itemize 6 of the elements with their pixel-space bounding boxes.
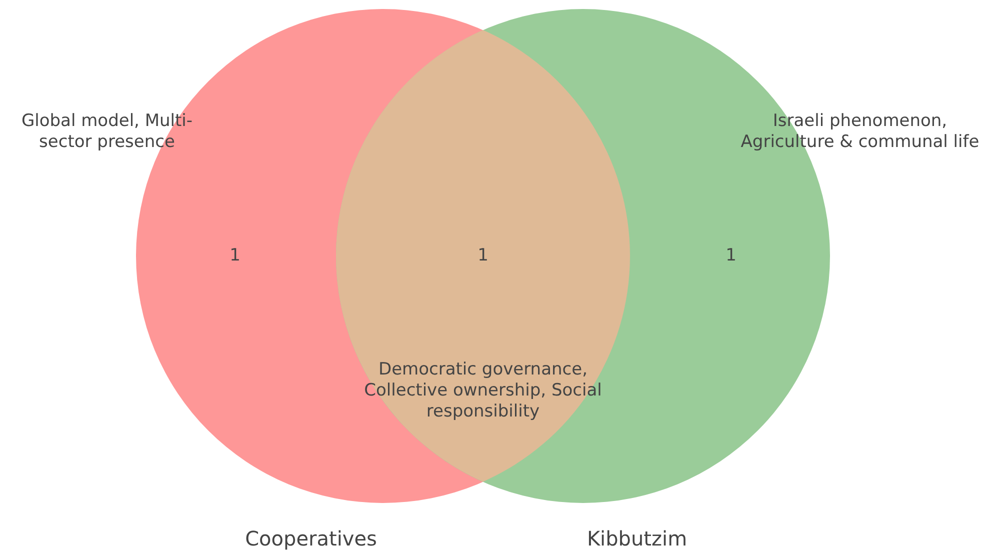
count-label: 1 (478, 245, 488, 266)
count-label: 1 (230, 246, 240, 266)
count-label: 1 (726, 246, 736, 266)
set-label: Cooperatives (245, 528, 377, 550)
overlap-description: Democratic governance, Collective ownership, Social responsibility (363, 359, 603, 422)
set-label: Kibbutzim (586, 528, 688, 550)
